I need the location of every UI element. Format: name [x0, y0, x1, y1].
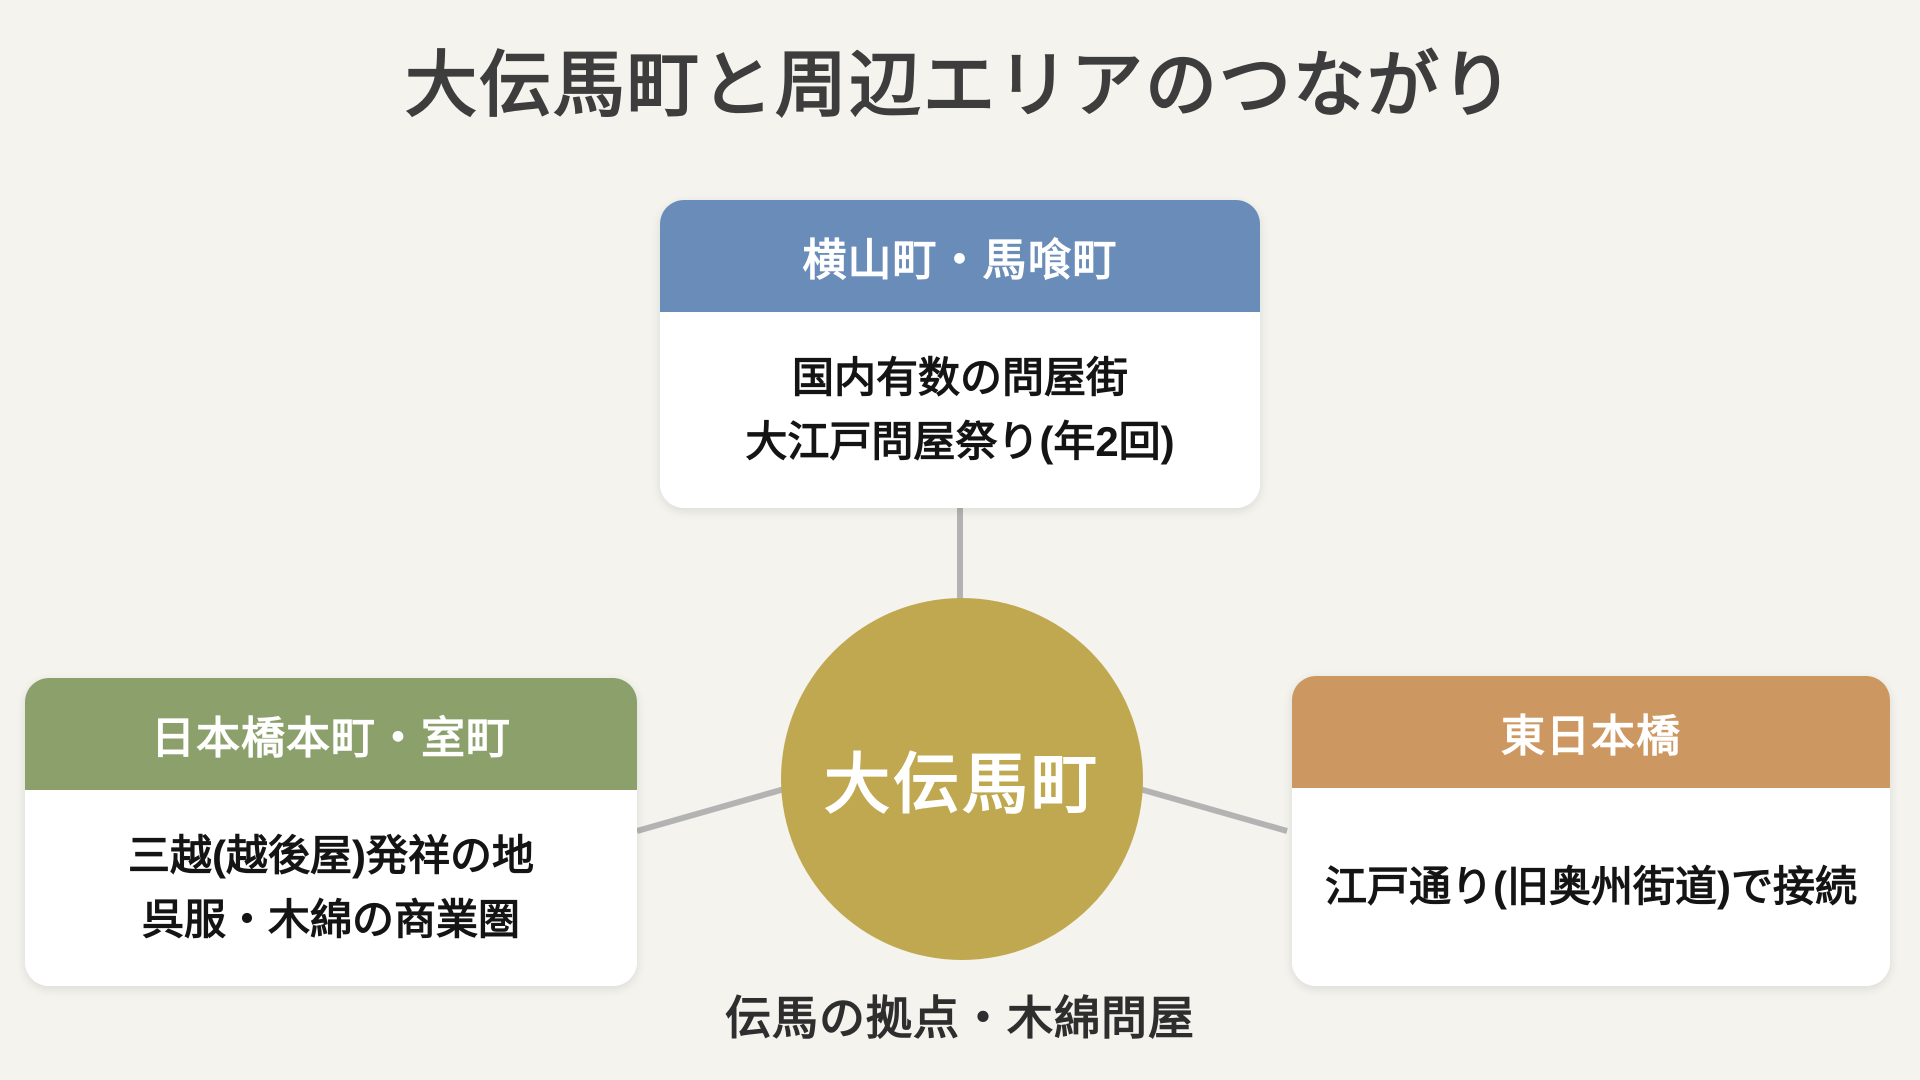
card-nihonbashi-honcho-muromachi-line-1: 三越(越後屋)発祥の地 — [128, 832, 534, 879]
center-node-label: 大伝馬町 — [824, 747, 1100, 821]
card-nihonbashi-honcho-muromachi-line-2: 呉服・木綿の商業圏 — [141, 896, 520, 943]
diagram-title: 大伝馬町と周辺エリアのつながり — [404, 46, 1515, 126]
card-higashi-nihonbashi-line-1: 江戸通り(旧奥州街道)で接続 — [1325, 863, 1857, 910]
card-nihonbashi-honcho-muromachi: 日本橋本町・室町 三越(越後屋)発祥の地 呉服・木綿の商業圏 — [25, 678, 637, 986]
card-yokoyama-bakurocho-body: 国内有数の問屋街 大江戸問屋祭り(年2回) — [660, 312, 1260, 508]
card-yokoyama-bakurocho-line-1: 国内有数の問屋街 — [791, 354, 1128, 401]
card-yokoyama-bakurocho-title: 横山町・馬喰町 — [802, 236, 1118, 285]
card-higashi-nihonbashi-title: 東日本橋 — [1501, 712, 1681, 761]
card-yokoyama-bakurocho: 横山町・馬喰町 国内有数の問屋街 大江戸問屋祭り(年2回) — [660, 200, 1260, 508]
card-nihonbashi-honcho-muromachi-header: 日本橋本町・室町 — [25, 678, 637, 790]
card-higashi-nihonbashi-header: 東日本橋 — [1292, 676, 1890, 788]
card-yokoyama-bakurocho-line-2: 大江戸問屋祭り(年2回) — [745, 418, 1175, 465]
card-nihonbashi-honcho-muromachi-title: 日本橋本町・室町 — [151, 714, 511, 763]
card-nihonbashi-honcho-muromachi-body: 三越(越後屋)発祥の地 呉服・木綿の商業圏 — [25, 790, 637, 986]
center-node-caption: 伝馬の拠点・木綿問屋 — [725, 992, 1195, 1044]
card-yokoyama-bakurocho-header: 横山町・馬喰町 — [660, 200, 1260, 312]
center-node-odenmacho: 大伝馬町 — [781, 598, 1143, 960]
card-higashi-nihonbashi: 東日本橋 江戸通り(旧奥州街道)で接続 — [1292, 676, 1890, 986]
card-higashi-nihonbashi-body: 江戸通り(旧奥州街道)で接続 — [1292, 788, 1890, 986]
